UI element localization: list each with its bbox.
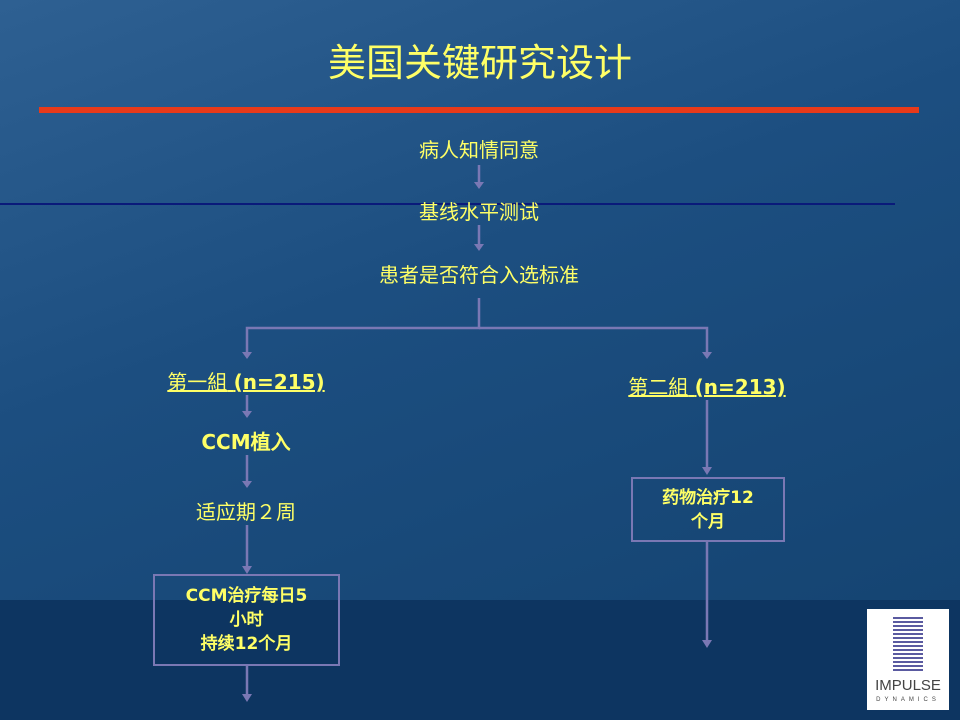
arrowhead-icon [474,244,484,251]
logo-column-icon [893,617,923,673]
arrowhead-icon [242,411,252,418]
group1-treatment-box: CCM治疗每日5 小时 持续12个月 [153,574,340,666]
branch-left [245,298,481,356]
group2-treatment-box: 药物治疗12 个月 [631,477,785,542]
group1-heading: 第一組 (n=215) [167,366,324,395]
bottom-band [0,600,960,720]
red-rule [39,107,919,113]
box2-line1: 药物治疗12 [662,488,754,508]
slide-title: 美国关键研究设计 [327,41,633,85]
logo-name: IMPULSE [875,677,941,694]
blue-rule [0,203,895,205]
group1-label: 第一組 [167,370,228,394]
arrowhead-icon [702,352,712,359]
logo-sub: DYNAMICS [876,697,940,703]
box1-line2: 小时 [229,610,264,630]
step-consent: 病人知情同意 [419,138,539,162]
arrowhead-icon [242,566,252,574]
group1-step-implant: CCM植入 [201,426,290,455]
box1-line1: CCM治疗每日5 [185,586,308,606]
step-baseline: 基线水平测试 [419,200,539,224]
group2-label: 第二組 [628,375,689,399]
arrowhead-icon [242,481,252,488]
arrowhead-icon [474,182,484,189]
arrowhead-icon [702,640,712,648]
box2-line2: 个月 [691,512,725,532]
group1-step1-text: CCM植入 [201,430,291,454]
box1-line3: 持续12个月 [200,634,293,654]
group2-n: (n=213) [694,375,786,399]
group2-heading: 第二組 (n=213) [628,371,785,400]
arrowhead-icon [242,694,252,702]
step-eligibility: 患者是否符合入选标准 [379,263,579,287]
group1-step-adapt: 适应期２周 [196,500,296,524]
arrowhead-icon [242,352,252,359]
arrowhead-icon [702,467,712,475]
impulse-dynamics-logo: IMPULSE DYNAMICS [867,609,949,710]
branch-right [479,326,709,356]
group1-n: (n=215) [233,370,325,394]
